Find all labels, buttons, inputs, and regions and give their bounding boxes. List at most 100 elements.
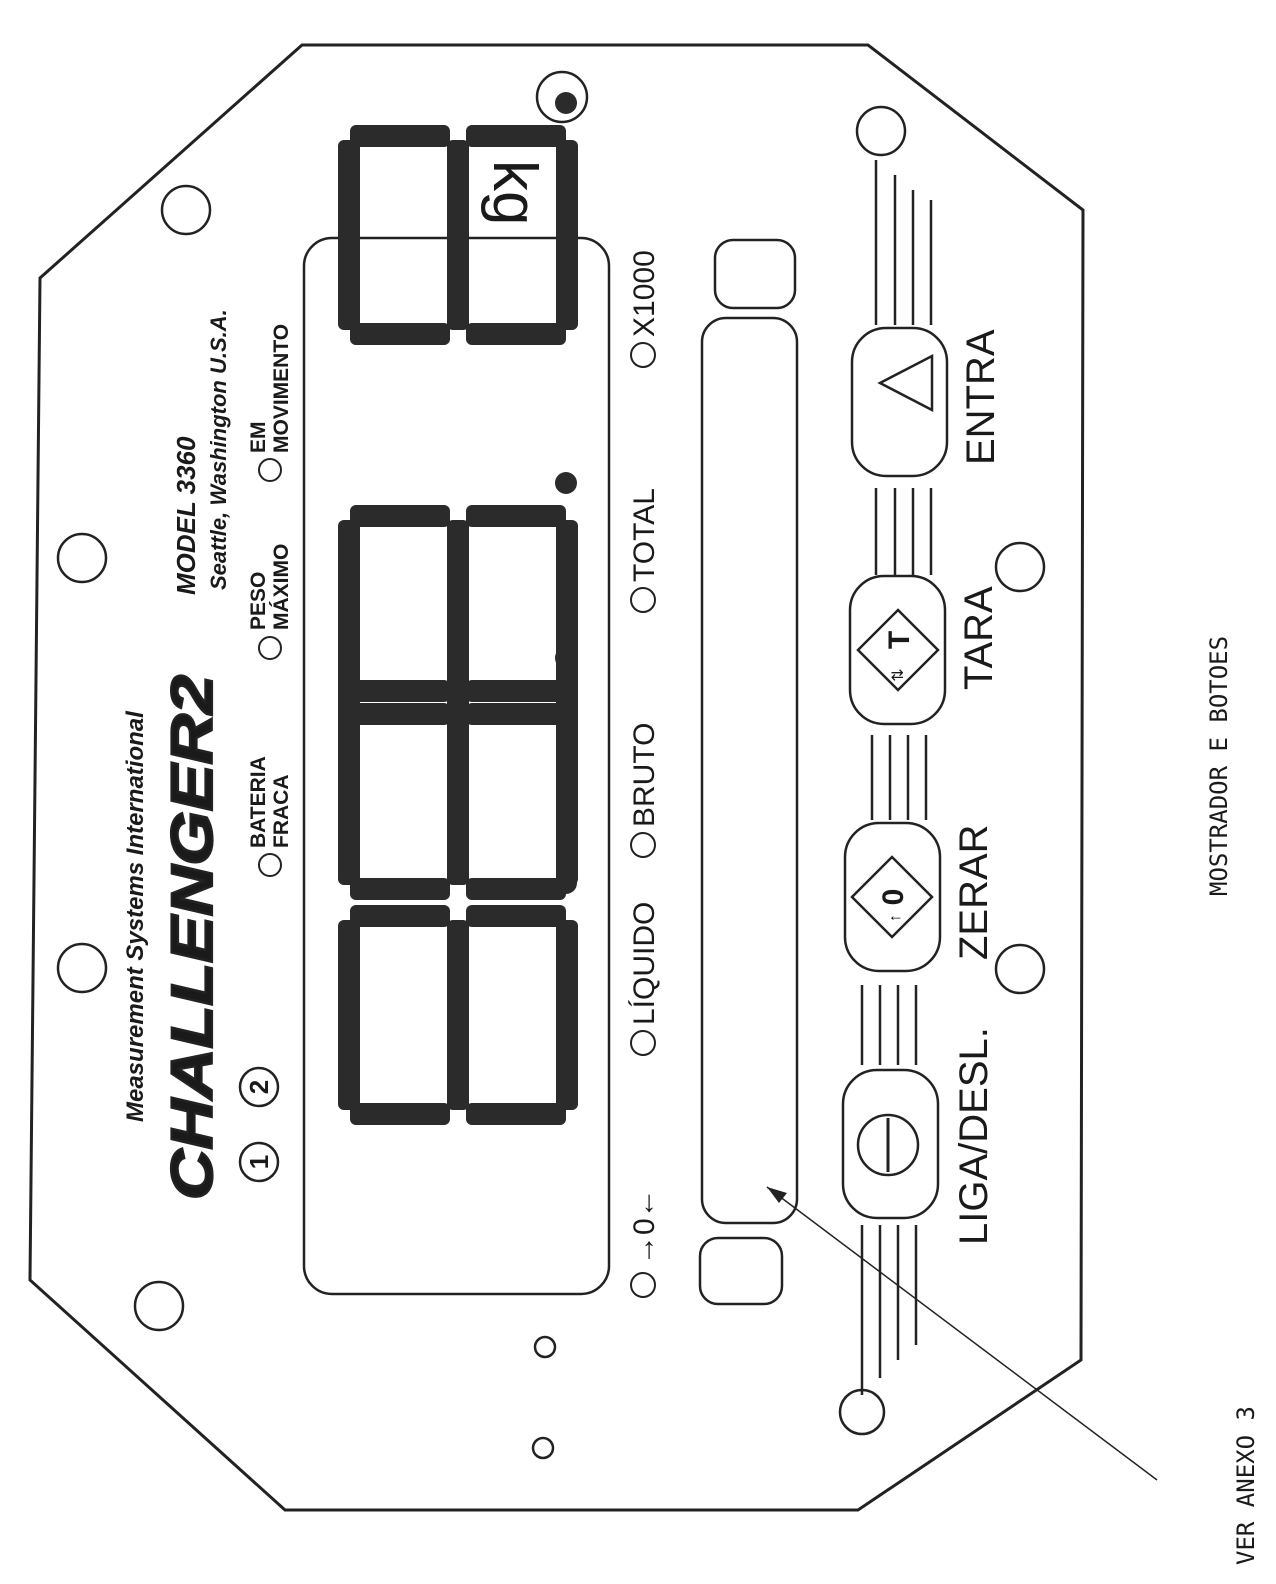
tare-button-label: TARA bbox=[957, 586, 1001, 690]
decorative-stripes bbox=[860, 160, 933, 1395]
mounting-hole bbox=[160, 184, 212, 236]
triangle-icon bbox=[877, 353, 934, 413]
range-marker-1: 1 bbox=[244, 1155, 274, 1169]
callout bbox=[766, 1186, 1158, 1481]
digit-4-segment-d bbox=[556, 140, 578, 330]
brand-logo: CHALLENGER2 bbox=[160, 675, 225, 1200]
mounting-hole bbox=[56, 942, 108, 994]
digit-3-segment-e bbox=[466, 703, 566, 725]
digit-2-segment-e bbox=[466, 878, 566, 900]
svg-text:↑: ↑ bbox=[887, 914, 904, 922]
motion-led bbox=[258, 458, 282, 482]
brand-block: Measurement Systems International CHALLE… bbox=[122, 309, 231, 1201]
status-annunciators-top: BATERIA FRACA PESO MÁXIMO EM MOVIMENTO bbox=[247, 324, 293, 877]
digit-2-segment-b bbox=[350, 680, 450, 702]
range-marker-2: 2 bbox=[244, 1080, 274, 1094]
digit-4-segment-c bbox=[466, 125, 566, 147]
mounting-hole bbox=[994, 943, 1046, 995]
model-number: MODEL 3360 bbox=[171, 436, 201, 595]
callout-arrowhead bbox=[767, 1187, 787, 1203]
label-window-top bbox=[713, 238, 797, 310]
digit-3-segment-g bbox=[447, 520, 469, 710]
tare-button[interactable]: T ⇅ bbox=[848, 574, 947, 726]
peak-weight-label-1: PESO bbox=[247, 572, 270, 630]
digit-3-segment-b bbox=[350, 505, 450, 527]
callout-leader-line bbox=[766, 1186, 1158, 1481]
motion-label-2: MOVIMENTO bbox=[270, 324, 293, 453]
mounting-hole bbox=[535, 70, 589, 124]
label-strip-area bbox=[698, 238, 799, 1306]
battery-low-led bbox=[258, 853, 282, 877]
battery-low-label-2: FRACA bbox=[270, 775, 293, 849]
center-zero-label: →0← bbox=[628, 1188, 661, 1265]
zero-icon: 0 ↑ bbox=[850, 855, 934, 939]
company-name: Measurement Systems International bbox=[122, 710, 149, 1122]
svg-text:T: T bbox=[883, 631, 916, 649]
peak-weight-led bbox=[258, 636, 282, 660]
digit-4-segment-a bbox=[338, 140, 360, 330]
mounting-hole-small bbox=[531, 1436, 555, 1460]
digit-1-segment-g bbox=[447, 920, 469, 1110]
digit-2-segment-c bbox=[466, 680, 566, 702]
digit-1-segment-b bbox=[350, 905, 450, 927]
digit-1-segment-d bbox=[556, 920, 578, 1110]
mounting-hole bbox=[855, 105, 907, 157]
power-button-label: LIGA/DESL. bbox=[952, 1027, 996, 1245]
total-led bbox=[630, 587, 656, 613]
digit-1-segment-a bbox=[338, 920, 360, 1110]
faceplate-outline bbox=[28, 43, 1085, 1512]
zero-button-label: ZERAR bbox=[952, 824, 996, 960]
digit-2-segment-d bbox=[556, 695, 578, 885]
peak-weight-label-2: MÁXIMO bbox=[270, 544, 293, 630]
digit-4-segment-b bbox=[350, 125, 450, 147]
status-annunciators-bottom: →0← LÍQUIDO BRUTO TOTAL X1000 bbox=[628, 250, 661, 1298]
gross-label: BRUTO bbox=[628, 723, 661, 827]
digit-1-segment-f bbox=[350, 1103, 450, 1125]
svg-text:⇅: ⇅ bbox=[890, 668, 907, 681]
caption-mostrador: MOSTRADOR E BOTOES bbox=[1205, 636, 1233, 896]
digit-4-segment-f bbox=[350, 323, 450, 345]
digit-3-segment-a bbox=[338, 520, 360, 710]
digit-2-segment-a bbox=[338, 695, 360, 885]
digit-4-segment-g bbox=[447, 140, 469, 330]
power-icon bbox=[856, 1113, 920, 1177]
label-strip bbox=[700, 316, 799, 1225]
digit-1-segment-c bbox=[466, 905, 566, 927]
net-label: LÍQUIDO bbox=[628, 902, 661, 1025]
digit-2-segment-f bbox=[350, 878, 450, 900]
motion-label-1: EM bbox=[247, 422, 270, 454]
digit-4-segment-e bbox=[466, 323, 566, 345]
total-label: TOTAL bbox=[628, 488, 661, 582]
digit-3-decimal-point bbox=[555, 472, 577, 494]
tare-icon: T ⇅ bbox=[856, 608, 940, 692]
battery-low-label-1: BATERIA bbox=[247, 756, 270, 848]
digit-4-decimal-point bbox=[555, 92, 577, 114]
unit-label: kg bbox=[480, 160, 549, 225]
net-led bbox=[630, 1030, 656, 1056]
label-window-bottom bbox=[698, 1236, 784, 1306]
x1000-label: X1000 bbox=[628, 250, 661, 337]
mounting-hole bbox=[838, 1388, 886, 1436]
range-markers: 1 2 bbox=[238, 1066, 280, 1183]
factory-location: Seattle, Washington U.S.A. bbox=[206, 309, 231, 590]
center-zero-led bbox=[630, 1272, 656, 1298]
mounting-hole-small bbox=[533, 1335, 557, 1359]
digit-1-segment-e bbox=[466, 1103, 566, 1125]
digit-3-segment-d bbox=[556, 520, 578, 710]
note-ver-anexo: VER ANEXO 3 bbox=[1232, 1406, 1260, 1565]
digit-3-segment-f bbox=[350, 703, 450, 725]
enter-button[interactable] bbox=[850, 326, 949, 478]
mounting-hole bbox=[994, 541, 1046, 593]
power-button[interactable] bbox=[841, 1068, 940, 1220]
zero-button[interactable]: 0 ↑ bbox=[843, 821, 942, 973]
mounting-hole bbox=[56, 532, 108, 584]
range-marker-circle bbox=[238, 1141, 280, 1183]
svg-text:0: 0 bbox=[877, 889, 910, 906]
digit-3-segment-c bbox=[466, 505, 566, 527]
enter-button-label: ENTRA bbox=[959, 329, 1003, 465]
mounting-hole bbox=[133, 1280, 185, 1332]
range-marker-circle bbox=[238, 1066, 280, 1108]
digit-display bbox=[338, 92, 578, 1125]
x1000-led bbox=[630, 342, 656, 368]
gross-led bbox=[630, 832, 656, 858]
